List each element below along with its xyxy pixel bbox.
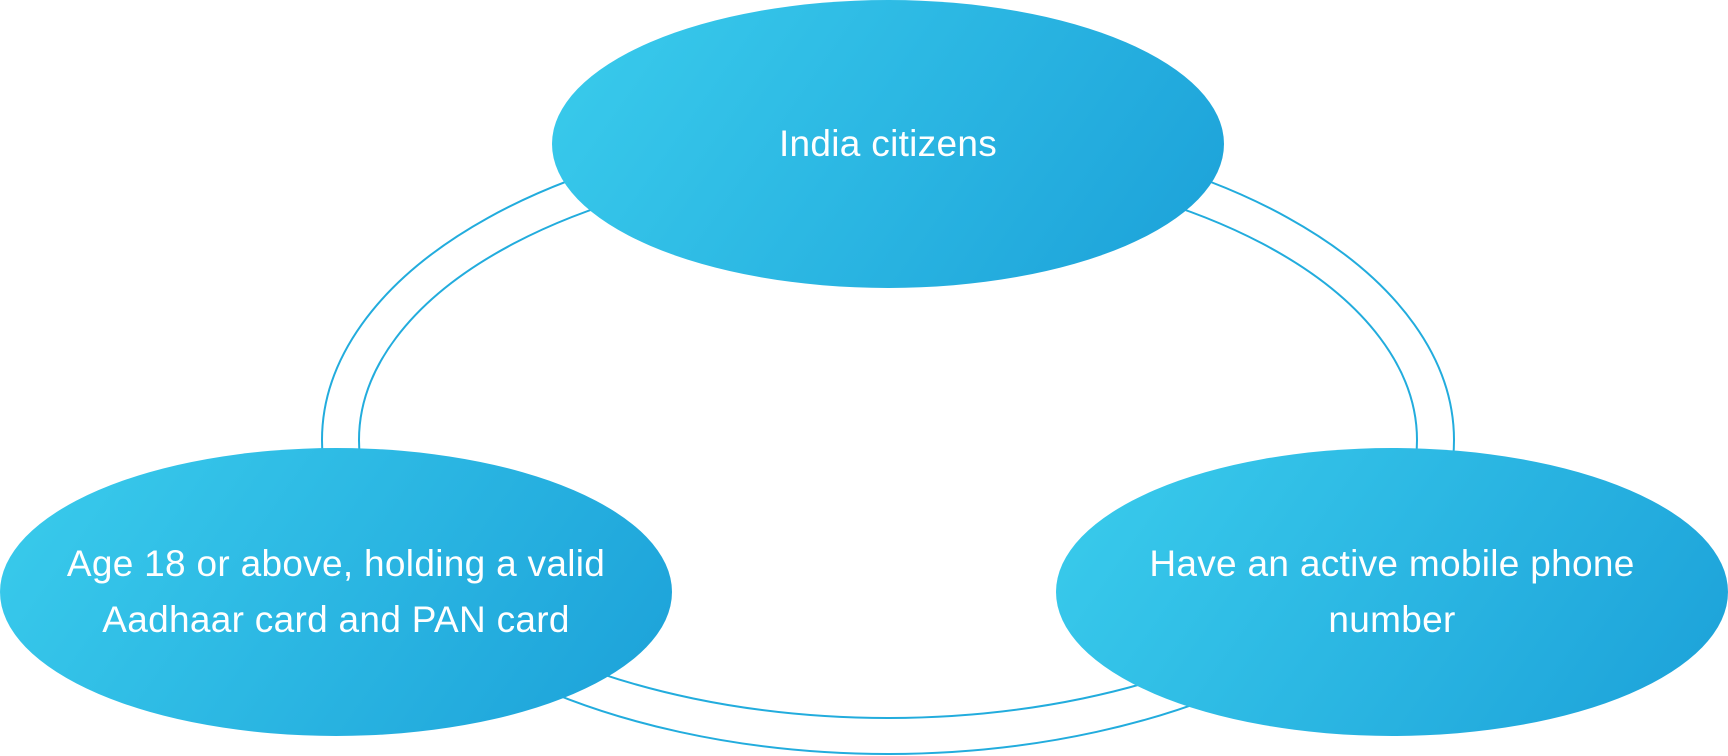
node-left-ellipse	[0, 448, 672, 736]
node-top-text: India citizens	[778, 123, 998, 164]
node-left-text: Age 18 or above, holding a valid Aadhaar…	[66, 543, 606, 640]
node-top-ellipse	[552, 0, 1224, 288]
node-right-ellipse	[1056, 448, 1728, 736]
node-right-text: Have an active mobile phone number	[1149, 543, 1635, 640]
node-top-label: India citizens	[552, 0, 1224, 288]
node-right-label: Have an active mobile phone number	[1096, 448, 1688, 736]
node-left-label: Age 18 or above, holding a valid Aadhaar…	[40, 448, 632, 736]
